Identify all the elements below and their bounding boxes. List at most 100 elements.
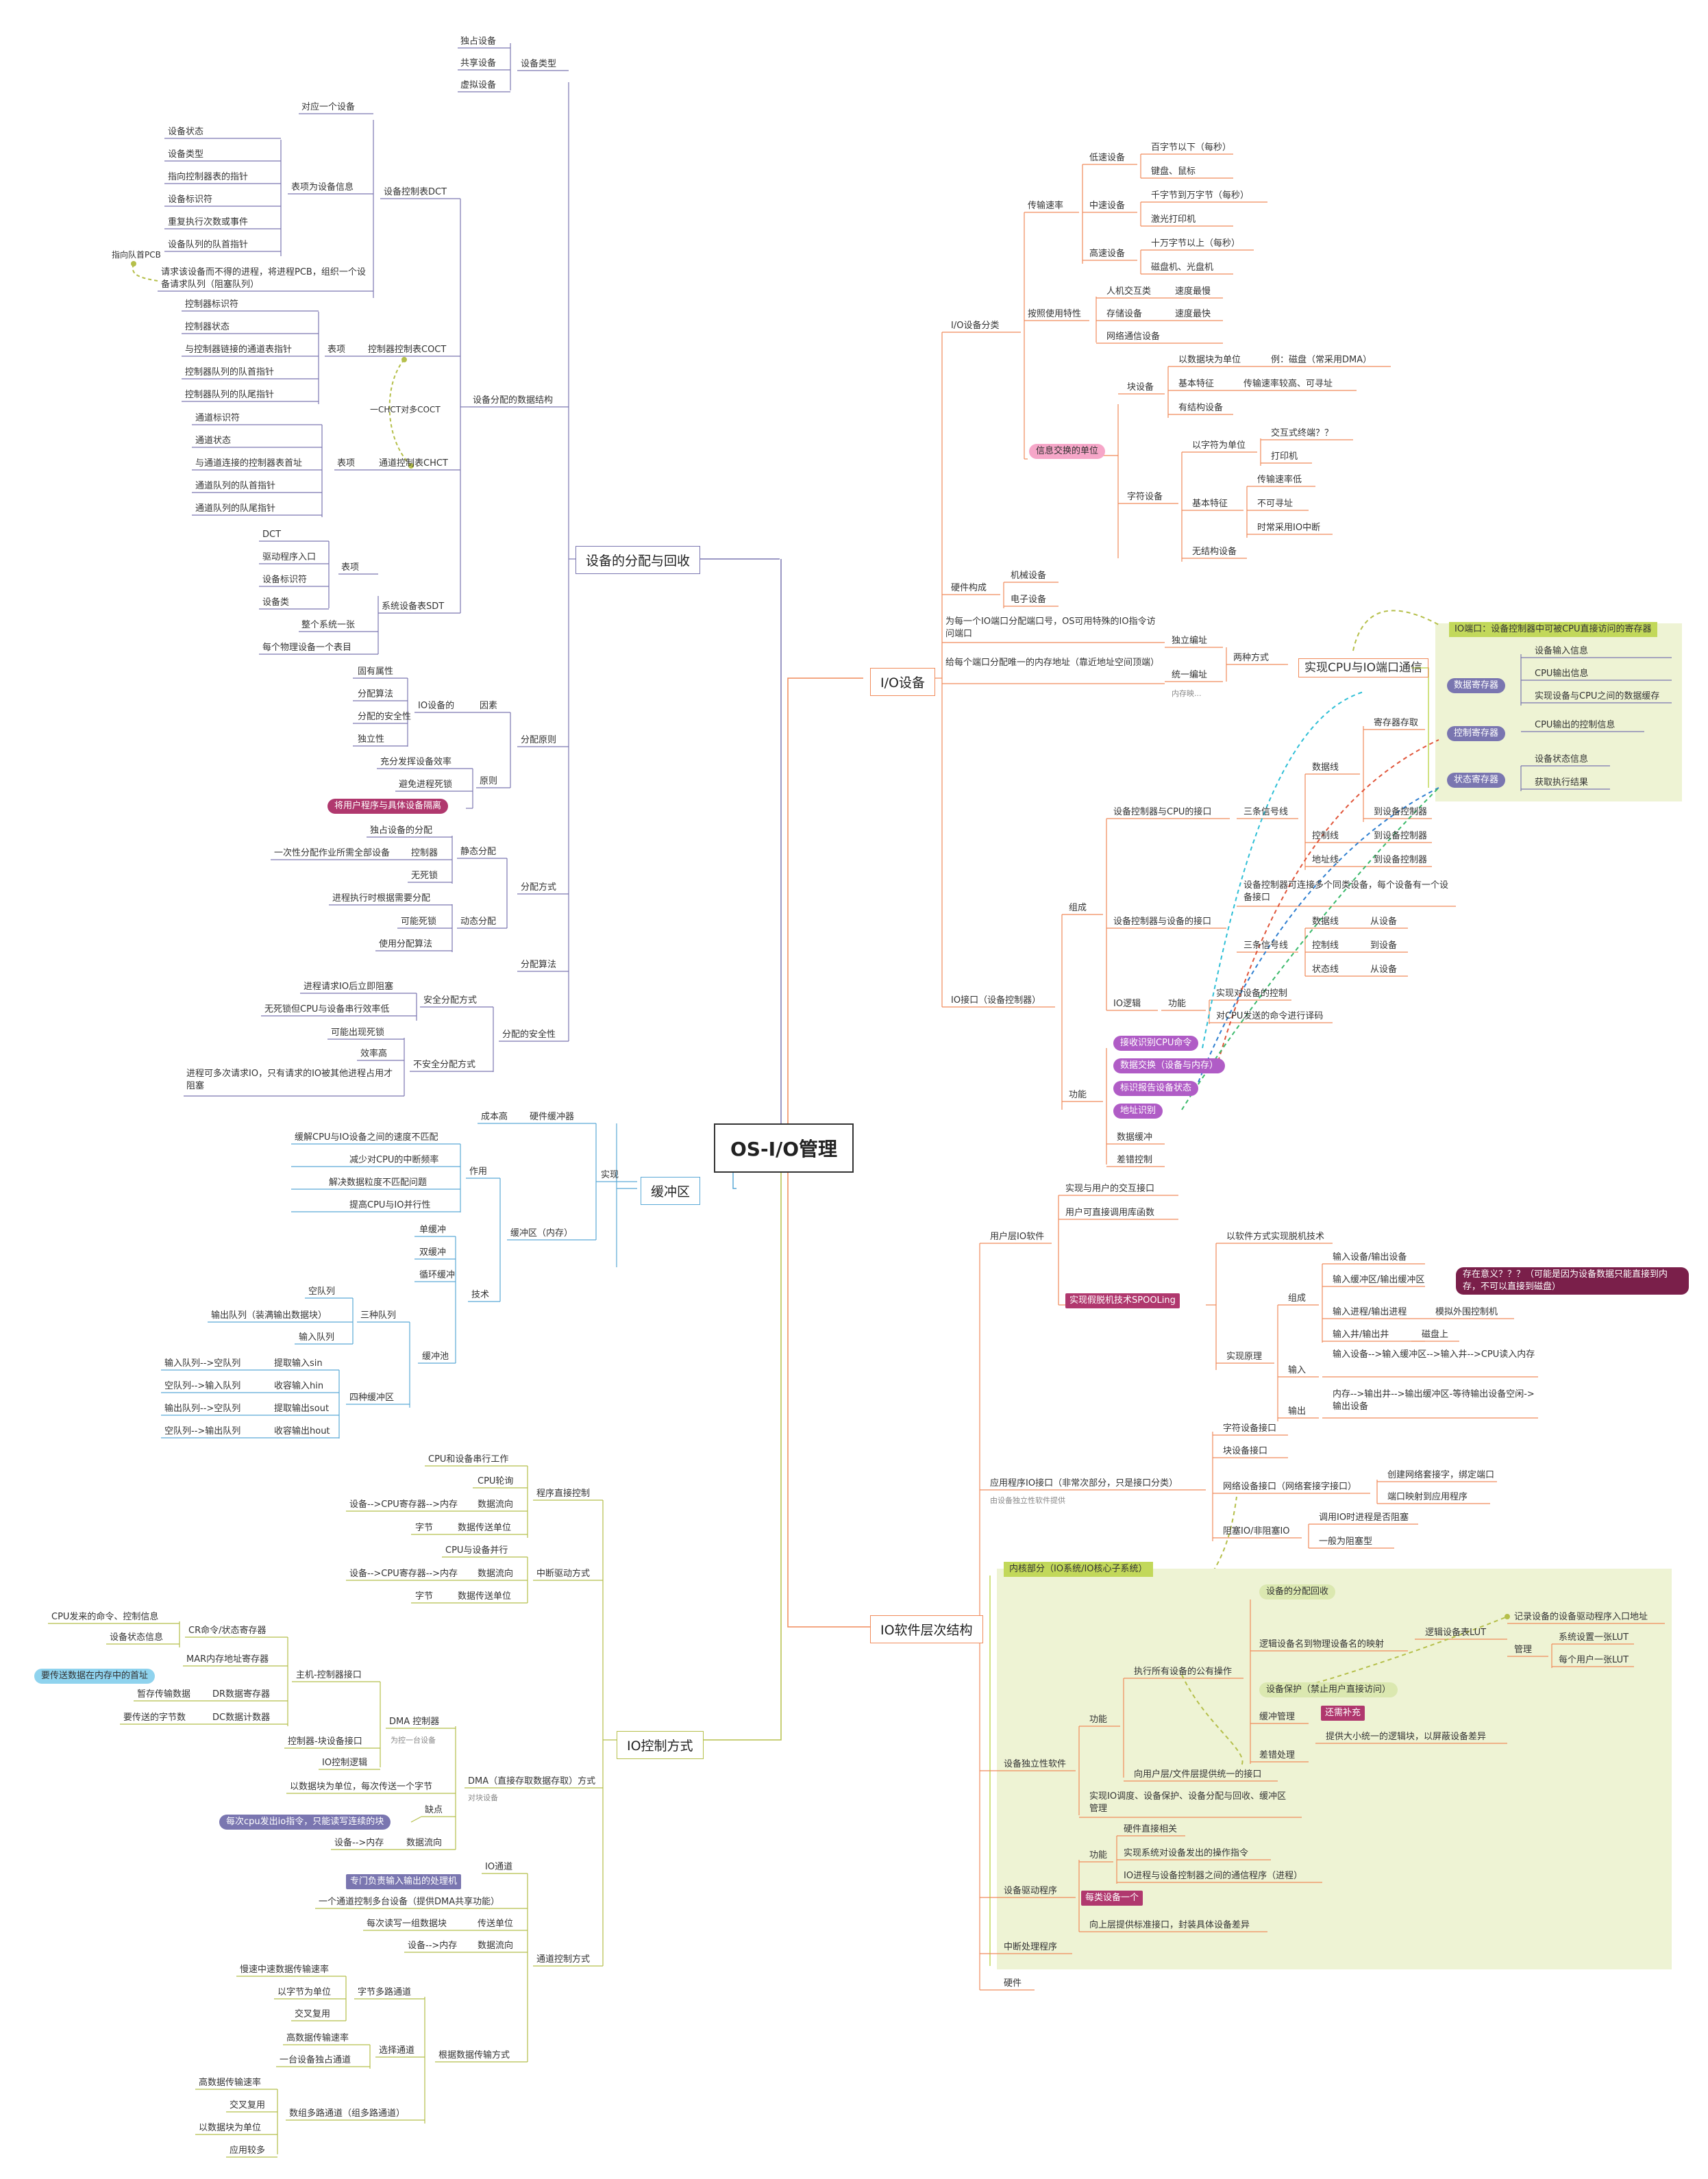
topic-node[interactable]: IO接口（设备控制器）	[951, 995, 1041, 1006]
topic-node[interactable]: 块设备接口	[1223, 1446, 1268, 1456]
topic-node[interactable]: 作用	[469, 1167, 488, 1177]
topic-node[interactable]: 用户层IO软件	[990, 1232, 1045, 1242]
topic-node[interactable]: 与通道连接的控制器表首址	[195, 458, 303, 469]
topic-node[interactable]: 独立编址	[1172, 636, 1208, 646]
topic-node[interactable]: 使用分配算法	[379, 939, 433, 949]
topic-node[interactable]: 独占设备	[460, 36, 497, 47]
topic-node[interactable]: 硬件构成	[951, 583, 987, 593]
topic-node[interactable]: 字符设备	[1127, 492, 1163, 502]
topic-node[interactable]: 安全分配方式	[423, 995, 478, 1006]
topic-node[interactable]: 控制器状态	[185, 322, 230, 332]
topic-node[interactable]: 数据流向	[478, 1569, 514, 1579]
topic-node[interactable]: 设备输入信息	[1535, 646, 1589, 656]
topic-node[interactable]: 分配原则	[521, 735, 557, 745]
topic-node[interactable]: 组成	[1069, 903, 1087, 913]
topic-node[interactable]: 不可寻址	[1257, 499, 1294, 509]
topic-node[interactable]: 系统设置一张LUT	[1559, 1632, 1629, 1643]
topic-node[interactable]: 静态分配	[460, 847, 497, 857]
topic-node[interactable]: 控制线	[1312, 941, 1339, 951]
topic-node[interactable]: 控制器队列的队首指针	[185, 367, 275, 377]
topic-node[interactable]: 硬件直接相关	[1124, 1824, 1178, 1834]
topic-node[interactable]: 数据线	[1312, 917, 1339, 927]
topic-node[interactable]: 接收识别CPU命令	[1113, 1036, 1199, 1051]
topic-node[interactable]: 控制器队列的队尾指针	[185, 390, 275, 400]
topic-node[interactable]: 存储设备	[1106, 309, 1143, 319]
topic-node[interactable]: 传输速率较高、可寻址	[1243, 379, 1333, 389]
topic-node[interactable]: 为每一个IO端口分配端口号，OS可用特殊的IO指令访问端口	[945, 617, 1156, 639]
topic-node[interactable]: 一个通道控制多台设备（提供DMA共享功能）	[319, 1897, 500, 1907]
topic-node[interactable]: 程序直接控制	[536, 1489, 591, 1499]
topic-node[interactable]: 实现设备与CPU之间的数据缓存	[1535, 691, 1660, 701]
topic-node[interactable]: 存在意义？？？（可能是因为设备数据只能直接到内存，不可以直接到磁盘）	[1456, 1267, 1689, 1295]
topic-node[interactable]: 磁盘上	[1422, 1330, 1449, 1340]
topic-node[interactable]: 功能	[1069, 1090, 1087, 1100]
topic-node[interactable]: 控制器	[411, 848, 438, 858]
topic-node[interactable]: 每个用户一张LUT	[1559, 1655, 1629, 1665]
topic-node[interactable]: 实现与用户的交互接口	[1065, 1184, 1155, 1194]
topic-node[interactable]: 到设备控制器	[1374, 831, 1428, 841]
topic-node[interactable]: 重复执行次数或事件	[168, 217, 249, 227]
topic-node[interactable]: CPU发来的命令、控制信息	[51, 1612, 159, 1622]
topic-node[interactable]: 时常采用IO中断	[1257, 523, 1321, 533]
topic-node[interactable]: 速度最慢	[1175, 286, 1211, 297]
topic-node[interactable]: 低速设备	[1089, 153, 1126, 163]
topic-node[interactable]: 以数据块为单位	[199, 2123, 262, 2133]
topic-node[interactable]: 与控制器链接的通道表指针	[185, 345, 293, 355]
topic-node[interactable]: 基本特征	[1192, 499, 1228, 509]
topic-node[interactable]: IO通道	[485, 1862, 513, 1872]
topic-node[interactable]: 一台设备独占通道	[280, 2055, 351, 2065]
topic-node[interactable]: 进程执行时根据需要分配	[332, 893, 431, 904]
topic-node[interactable]: 设备类型	[521, 59, 557, 69]
topic-node[interactable]: 数据传送单位	[458, 1523, 512, 1533]
topic-node[interactable]: 专门负责输入输出的处理机	[346, 1874, 462, 1889]
topic-node[interactable]: 十万字节以上（每秒）	[1151, 238, 1241, 249]
topic-node[interactable]: 选择通道	[379, 2045, 415, 2056]
topic-node[interactable]: 动态分配	[460, 917, 497, 927]
topic-node[interactable]: IO设备的	[418, 701, 455, 711]
topic-node[interactable]: 整个系统一张	[301, 620, 356, 630]
topic-node[interactable]: 输入队列-->空队列	[164, 1358, 241, 1369]
topic-node[interactable]: 数据寄存器	[1447, 678, 1506, 693]
topic-node[interactable]: 设备-->CPU寄存器-->内存	[349, 1569, 458, 1579]
topic-node[interactable]: 控制器-块设备接口	[288, 1736, 362, 1747]
topic-node[interactable]: 交叉复用	[230, 2100, 266, 2110]
topic-node[interactable]: 传送单位	[478, 1919, 514, 1929]
topic-node[interactable]: 设备控制表DCT	[384, 187, 447, 197]
root-topic[interactable]: OS-I/O管理	[714, 1123, 854, 1173]
topic-node[interactable]: 地址线	[1312, 855, 1339, 865]
topic-node[interactable]: 状态线	[1312, 964, 1339, 975]
topic-node[interactable]: 网络设备接口（网络套接字接口）	[1223, 1482, 1357, 1492]
topic-node[interactable]: 收容输入hin	[274, 1381, 324, 1391]
topic-node[interactable]: 分配方式	[521, 882, 557, 893]
topic-node[interactable]: 交互式终端？？	[1271, 428, 1334, 438]
topic-node[interactable]: 实现假脱机技术SPOOLing	[1065, 1293, 1180, 1308]
topic-node[interactable]: 管理	[1514, 1645, 1533, 1655]
topic-node[interactable]: 输入井/输出井	[1333, 1330, 1389, 1340]
topic-node[interactable]: 因素	[480, 701, 498, 711]
topic-node[interactable]: 指向队首PCB	[112, 250, 161, 260]
topic-node[interactable]: IO端口：设备控制器中可被CPU直接访问的寄存器	[1449, 622, 1657, 637]
topic-node[interactable]: 高数据传输速率	[199, 2078, 262, 2088]
topic-node[interactable]: 缺点	[425, 1805, 443, 1815]
topic-node[interactable]: 减少对CPU的中断频率	[349, 1155, 439, 1165]
topic-node[interactable]: 控制器标识符	[185, 299, 239, 310]
topic-node[interactable]: 硬件缓冲器	[530, 1112, 575, 1122]
topic-node[interactable]: 空队列-->输出队列	[164, 1426, 241, 1436]
branch-soft[interactable]: IO软件层次结构	[870, 1615, 983, 1643]
topic-node[interactable]: 收容输出hout	[274, 1426, 330, 1436]
topic-node[interactable]: CR命令/状态寄存器	[188, 1626, 267, 1636]
topic-node[interactable]: 磁盘机、光盘机	[1151, 262, 1214, 273]
topic-node[interactable]: 要传送数据在内存中的首址	[34, 1669, 156, 1684]
topic-node[interactable]: 字节多路通道	[358, 1987, 412, 1997]
topic-node[interactable]: 设备-->内存	[334, 1838, 384, 1848]
topic-node[interactable]: 字节	[415, 1591, 434, 1602]
topic-node[interactable]: 三条信号线	[1243, 807, 1289, 817]
topic-node[interactable]: 以数据块为单位，每次传送一个字节	[290, 1782, 433, 1792]
topic-node[interactable]: 向用户层/文件层提供统一的接口	[1134, 1769, 1262, 1780]
topic-node[interactable]: 设备控制器与设备的接口	[1113, 917, 1212, 927]
topic-node[interactable]: 每次读写一组数据块	[367, 1919, 447, 1929]
topic-node[interactable]: 提取输入sin	[274, 1358, 323, 1369]
topic-node[interactable]: 对应一个设备	[301, 102, 356, 112]
topic-node[interactable]: 数据流向	[478, 1941, 514, 1951]
topic-node[interactable]: 两种方式	[1233, 653, 1270, 663]
